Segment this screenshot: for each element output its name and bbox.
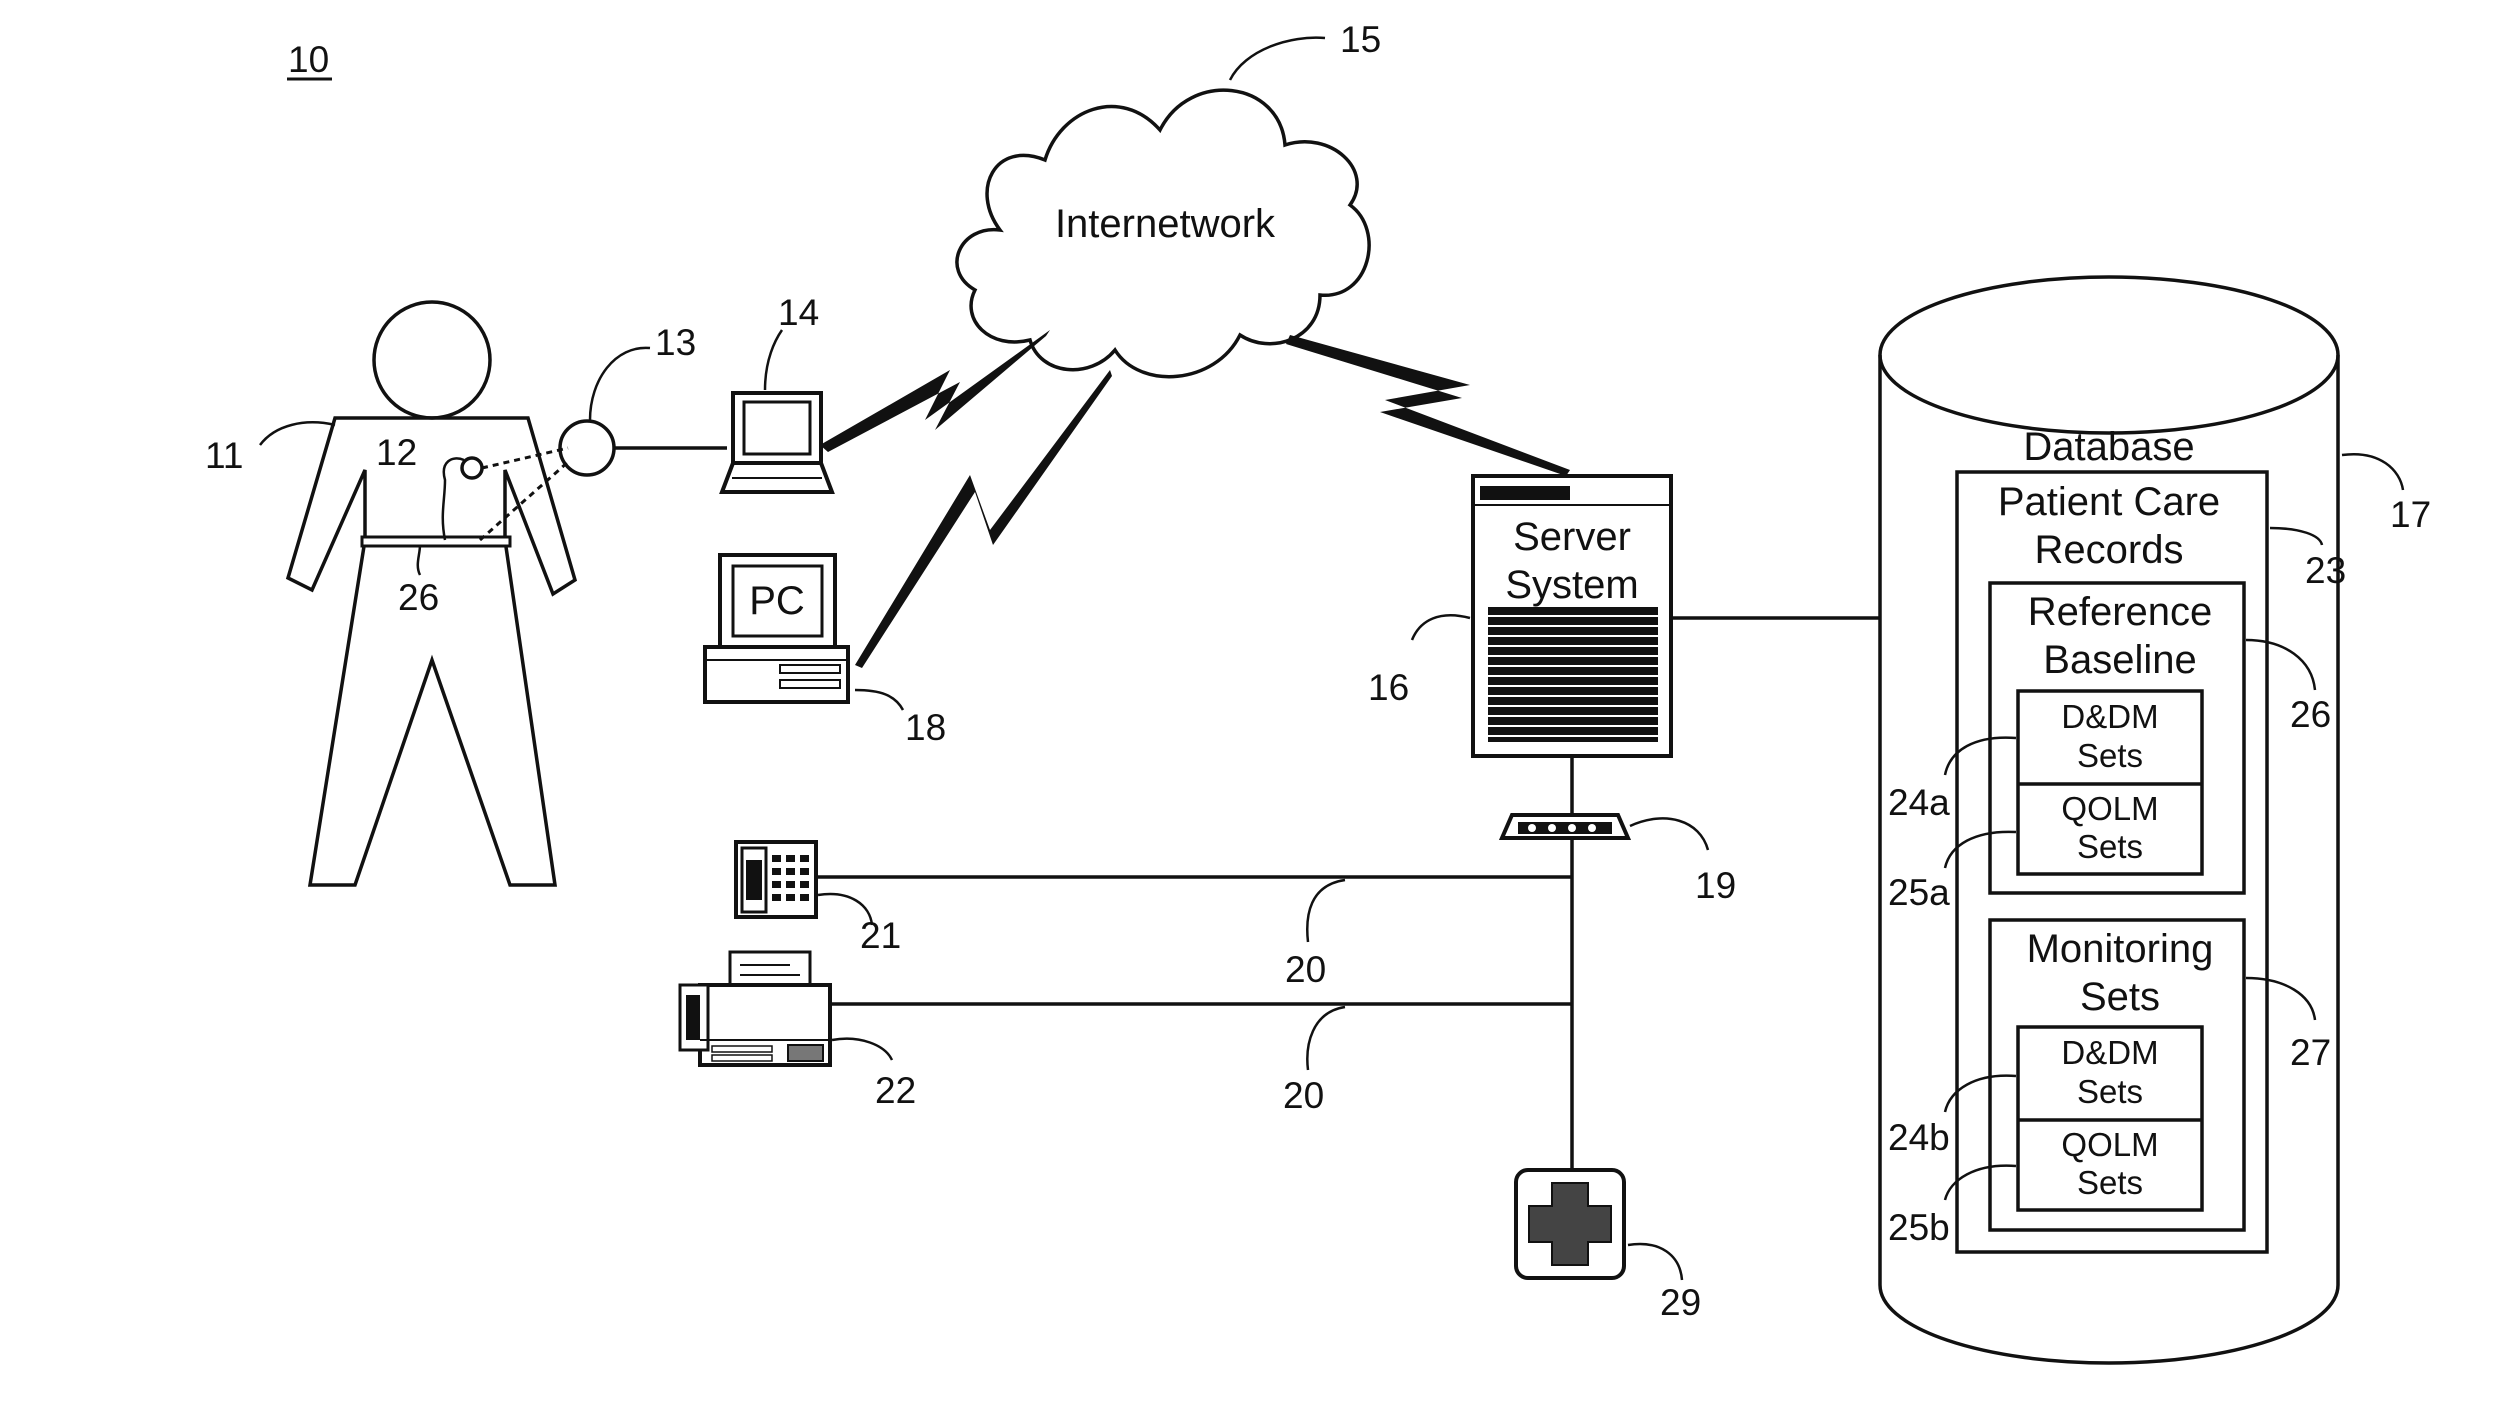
fax-icon: 22 — [680, 952, 916, 1111]
monitoring-ddm-line1: D&DM — [2061, 1034, 2158, 1071]
records-label-line1: Patient Care — [1998, 480, 2220, 524]
patient-care-records: Patient Care Records 23 Reference Baseli… — [1888, 472, 2346, 1252]
telephone-icon: 21 — [736, 842, 901, 956]
server-ref: 16 — [1368, 667, 1409, 708]
server-label-line2: System — [1505, 563, 1638, 607]
monitor-ref: 13 — [655, 322, 696, 363]
baseline-label-line1: Reference — [2028, 590, 2213, 634]
patient-figure: 11 12 26 — [205, 302, 575, 885]
database-ref: 17 — [2390, 494, 2431, 535]
monitoring-ddm-ref: 24b — [1888, 1117, 1950, 1158]
sensor-ref: 12 — [376, 432, 417, 473]
modem-icon: 19 — [1502, 756, 1736, 906]
baseline-qolm-ref: 25a — [1888, 872, 1950, 913]
server-label-line1: Server — [1513, 515, 1631, 559]
wireless-link-laptop — [820, 330, 1050, 452]
database-cylinder: Database 17 Patient Care Records 23 Refe… — [1880, 277, 2431, 1363]
internetwork-cloud: Internetwork 15 — [957, 19, 1381, 377]
baseline-ddm-ref: 24a — [1888, 782, 1950, 823]
patient-ref: 11 — [205, 435, 243, 476]
laptop-icon: 14 — [722, 292, 832, 492]
database-title: Database — [2023, 425, 2194, 469]
monitoring-qolm-ref: 25b — [1888, 1207, 1950, 1248]
baseline-qolm-line1: QOLM — [2061, 790, 2158, 827]
records-label-line2: Records — [2035, 528, 2184, 572]
modem-ref: 19 — [1695, 865, 1736, 906]
pc-ref: 18 — [905, 707, 946, 748]
phone-lines: 20 20 — [816, 838, 1572, 1170]
baseline-qolm-line2: Sets — [2077, 828, 2143, 865]
monitoring-ref: 27 — [2290, 1032, 2331, 1073]
monitoring-qolm-line2: Sets — [2077, 1164, 2143, 1201]
monitor-device: 13 — [560, 322, 727, 475]
pc-label: PC — [749, 579, 805, 623]
fax-ref: 22 — [875, 1070, 916, 1111]
line-ref-lower: 20 — [1283, 1075, 1324, 1116]
monitoring-label-line2: Sets — [2080, 975, 2160, 1019]
belt-ref: 26 — [398, 577, 439, 618]
monitoring-ddm-line2: Sets — [2077, 1073, 2143, 1110]
laptop-ref: 14 — [778, 292, 819, 333]
medical-cross-icon: 29 — [1516, 1170, 1701, 1323]
baseline-ddm-line2: Sets — [2077, 737, 2143, 774]
baseline-ddm-line1: D&DM — [2061, 698, 2158, 735]
svg-text:10: 10 — [288, 39, 329, 80]
internetwork-label: Internetwork — [1055, 202, 1276, 246]
line-ref-upper: 20 — [1285, 949, 1326, 990]
telephone-ref: 21 — [860, 915, 901, 956]
figure-number: 10 — [287, 39, 332, 80]
records-ref: 23 — [2305, 550, 2346, 591]
monitoring-label-line1: Monitoring — [2027, 927, 2214, 971]
wireless-link-server — [1286, 335, 1570, 476]
baseline-label-line2: Baseline — [2043, 638, 2196, 682]
server-system: Server System 16 — [1368, 476, 1671, 756]
baseline-ref: 26 — [2290, 694, 2331, 735]
medical-ref: 29 — [1660, 1282, 1701, 1323]
cloud-ref: 15 — [1340, 19, 1381, 60]
monitoring-qolm-line1: QOLM — [2061, 1126, 2158, 1163]
